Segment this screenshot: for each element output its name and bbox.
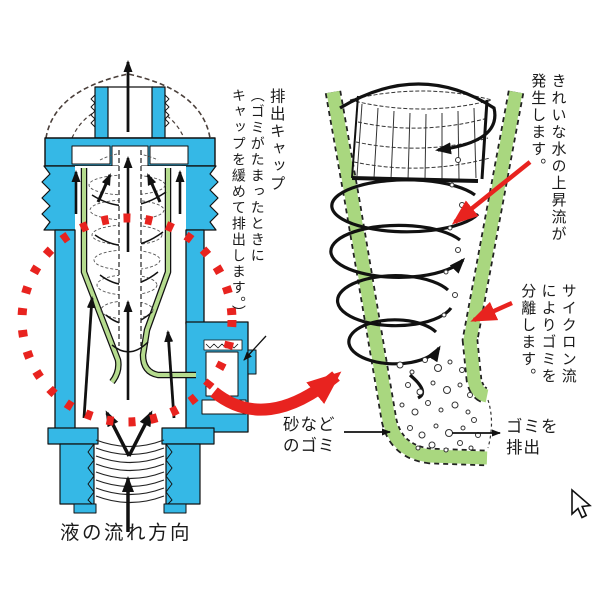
- cyclone-separation-arrow: [470, 300, 513, 323]
- sand-label: 砂など のゴミ: [283, 414, 336, 456]
- dust-out-line2: 排出: [506, 438, 541, 458]
- discharge-cap-title: 排出キャップ: [267, 88, 286, 193]
- clean-water-annotation: きれいな水の上昇流が 発生します。: [528, 73, 569, 243]
- discharge-port: [185, 321, 257, 433]
- discharge-cap-note-line1: （ゴミがたまったときに: [248, 88, 265, 264]
- sand-label-line1: 砂など: [283, 415, 336, 434]
- dust-out-label: ゴミを 排出: [506, 416, 559, 458]
- cyclone-line3: 分離します。: [519, 283, 538, 385]
- clean-water-line2: 発生します。: [529, 73, 548, 175]
- mesh-screen: [349, 90, 493, 183]
- discharge-cap-annotation: 排出キャップ （ゴミがたまったときに キャップを緩めて排出します。）: [228, 88, 287, 321]
- flow-direction-label: 液の流れ方向: [60, 521, 193, 544]
- cap-note-pointer-arrow: [243, 335, 267, 361]
- sand-label-line2: のゴミ: [283, 436, 336, 456]
- clean-water-line1: きれいな水の上昇流が: [549, 73, 568, 243]
- cyclone-line2: によりゴミを: [539, 283, 558, 385]
- corrugated-tube: [95, 439, 165, 504]
- dust-out-line1: ゴミを: [506, 417, 559, 436]
- mouse-cursor-icon[interactable]: [571, 488, 592, 519]
- cyclone-line1: サイクロン流: [559, 283, 578, 385]
- zoom-transfer-arrow: [210, 371, 342, 416]
- cyclone-funnel-view: [324, 82, 532, 467]
- magnifier-circle: [17, 213, 237, 427]
- debris-particles: [396, 157, 481, 453]
- valve-cross-section: [17, 60, 257, 532]
- discharge-cap-note-line2: キャップを緩めて排出します。）: [229, 88, 246, 321]
- spiral-flow: [329, 82, 497, 400]
- strainer-cone: [80, 168, 196, 385]
- clean-water-arrow: [451, 160, 532, 225]
- cyclone-annotation: サイクロン流 によりゴミを 分離します。: [518, 283, 579, 385]
